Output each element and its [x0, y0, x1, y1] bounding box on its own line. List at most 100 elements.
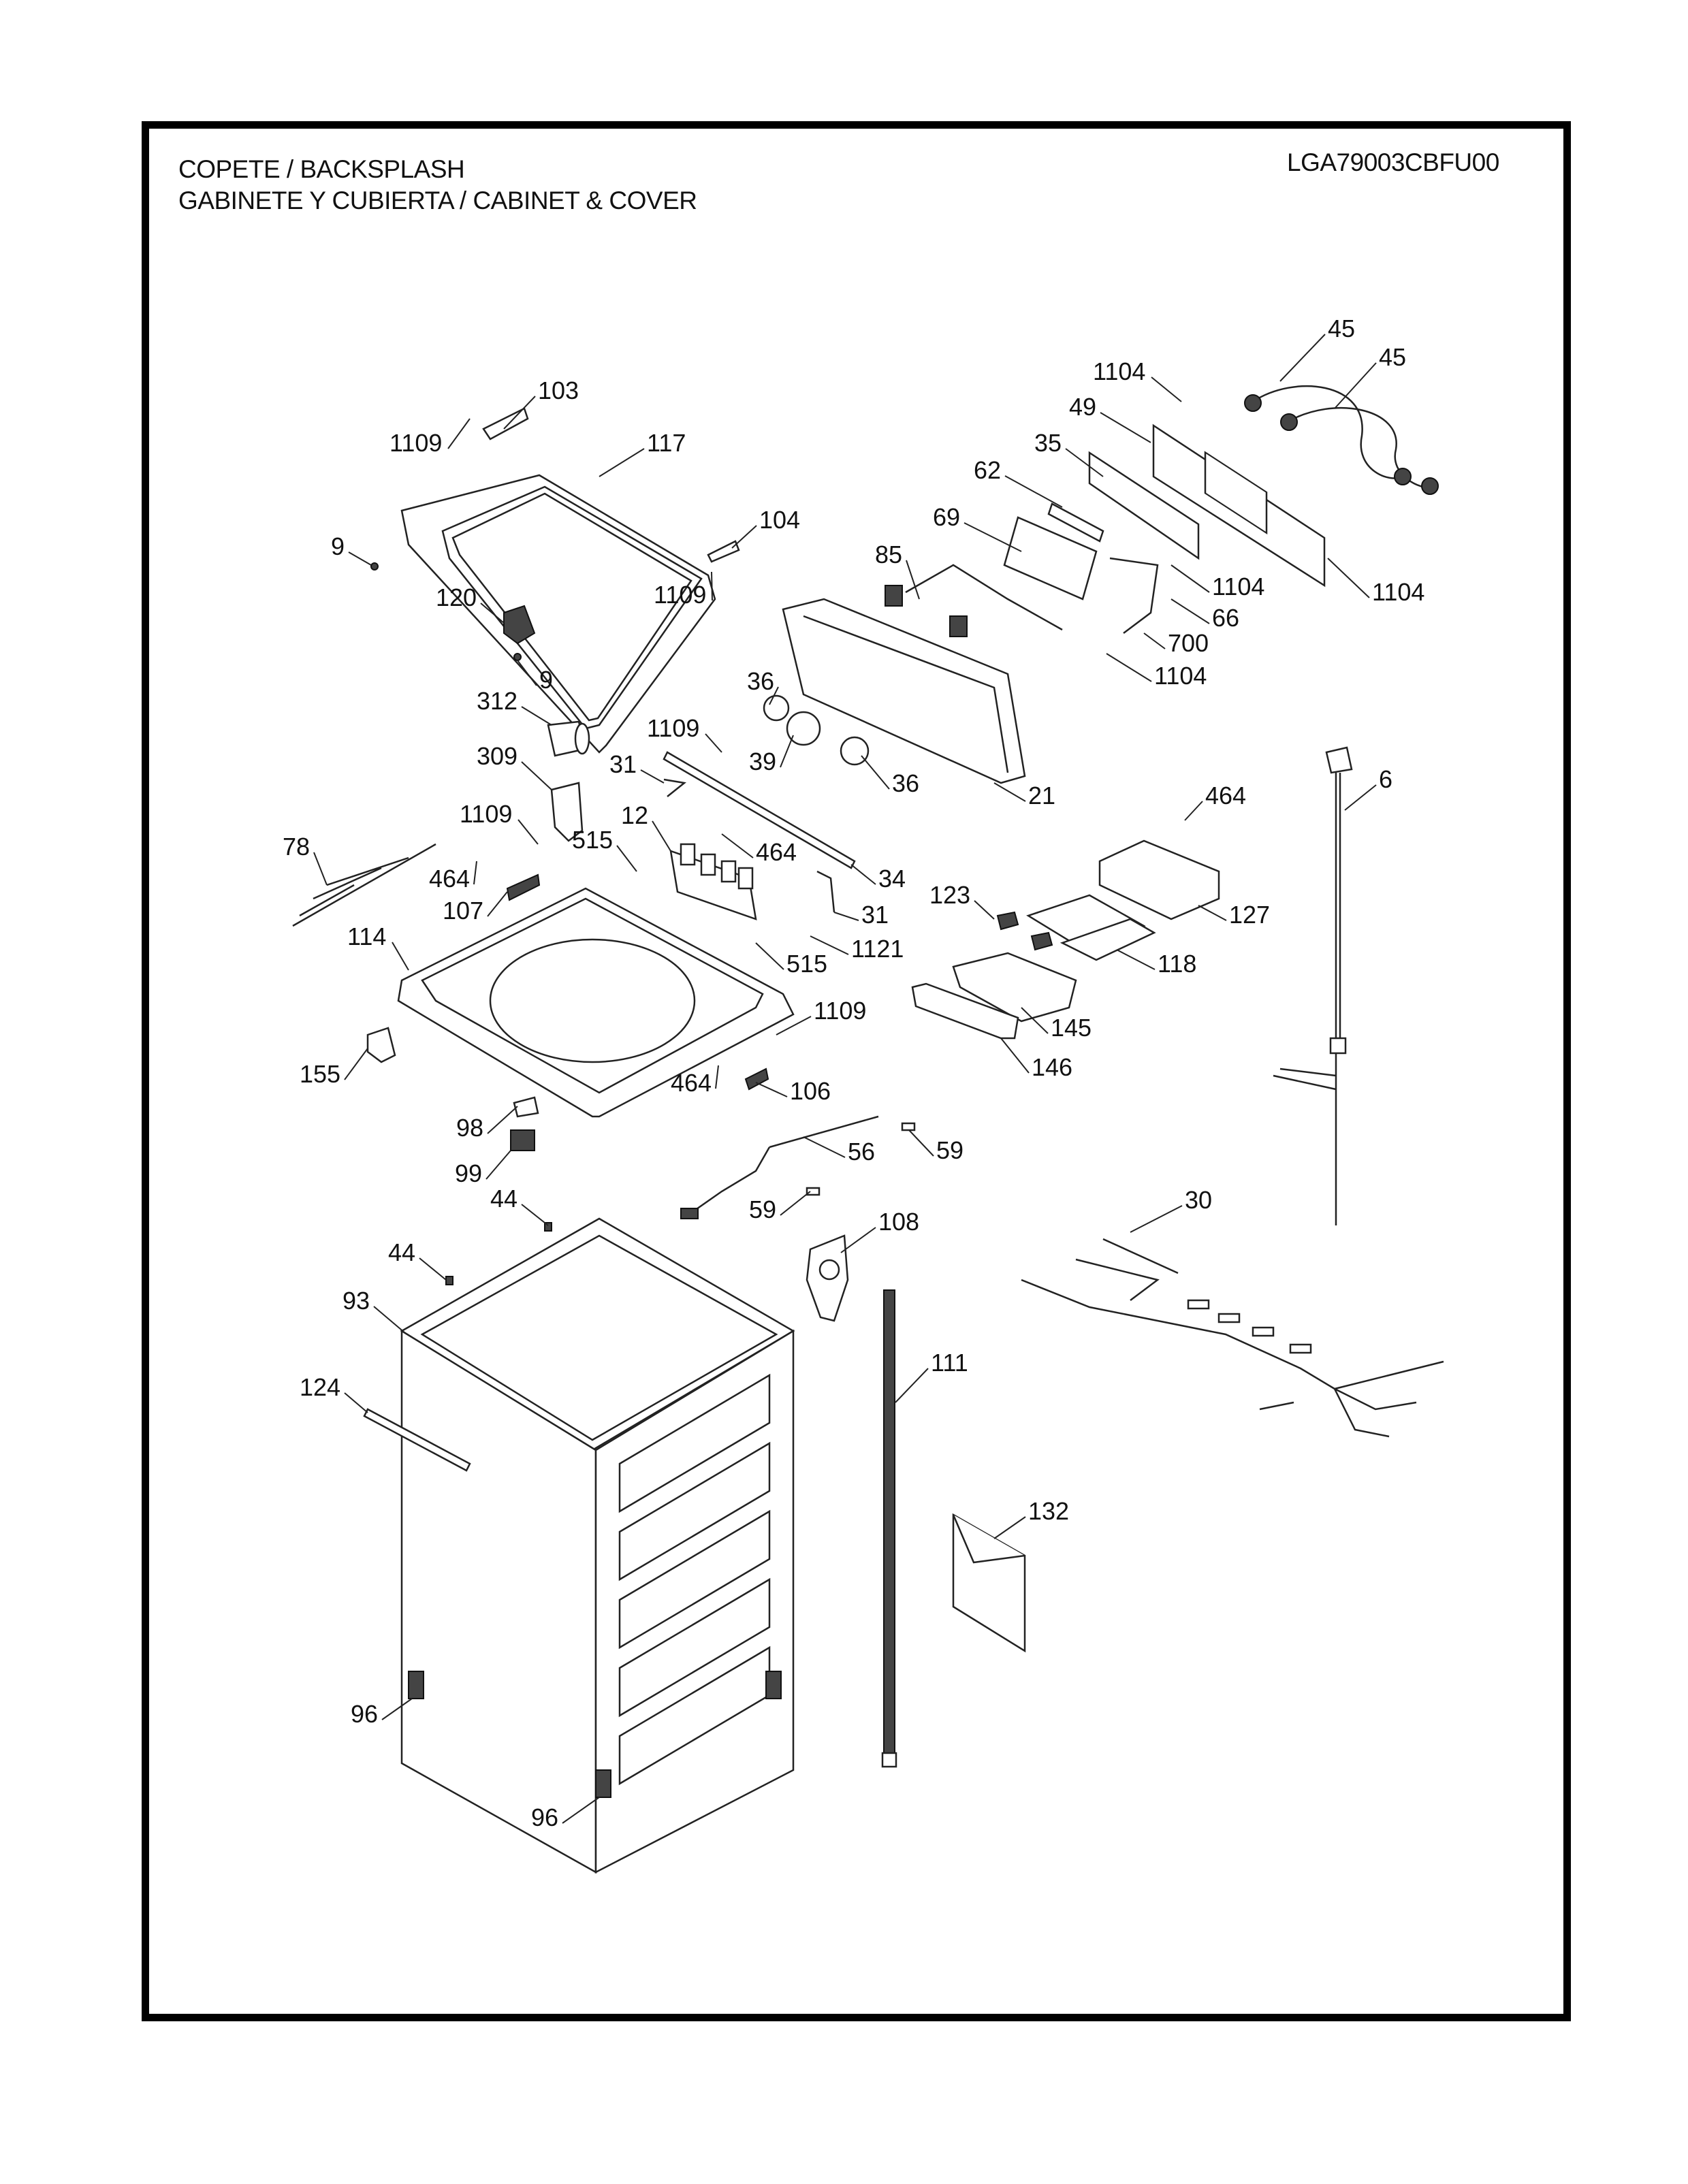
callout-duct-108: 108	[878, 1208, 919, 1236]
callout-leader-1109	[447, 418, 471, 449]
callout-screw-1121: 1121	[851, 935, 904, 963]
callout-dispenser-tray-118: 118	[1158, 950, 1196, 978]
model-number: LGA79003CBFU00	[1287, 148, 1499, 176]
callout-cup-155: 155	[300, 1060, 340, 1088]
callout-leader-6	[1344, 784, 1377, 811]
cup-part	[366, 1027, 396, 1063]
callout-leader-39	[780, 735, 794, 768]
callout-leader-59	[780, 1191, 811, 1216]
callout-lid-117: 117	[647, 429, 686, 457]
callout-leader-145	[1021, 1007, 1049, 1034]
callout-leader-34	[850, 864, 876, 885]
cap-part	[370, 562, 379, 571]
callout-screw-1109: 1109	[647, 714, 699, 742]
switch-harness-part	[885, 564, 1063, 637]
callout-bracket-66: 66	[1212, 604, 1239, 632]
callout-leader-1104	[1151, 376, 1182, 402]
callout-screw-464: 464	[429, 865, 470, 893]
callout-hinge-right-104: 104	[759, 506, 800, 534]
callout-leader-124	[344, 1392, 368, 1413]
callout-leader-9	[348, 551, 372, 566]
bracket-62-part	[1047, 502, 1104, 543]
callout-leader-45	[1279, 334, 1326, 382]
callout-leader-31	[640, 769, 665, 784]
callout-drawer-145: 145	[1051, 1014, 1092, 1042]
callout-drain-hose-111: 111	[931, 1349, 968, 1377]
callout-leader-96	[562, 1797, 600, 1824]
callout-hose-clip-31: 31	[609, 750, 637, 778]
callout-leader-85	[906, 560, 920, 600]
cap-123-part	[996, 911, 1053, 951]
callout-clip-44: 44	[388, 1238, 415, 1266]
callout-leader-12	[652, 820, 671, 852]
callout-screw-1109: 1109	[654, 581, 706, 609]
callout-knob-36: 36	[892, 769, 919, 797]
callout-harness-56: 56	[848, 1138, 875, 1166]
drawer-panel-part	[911, 982, 1019, 1040]
callout-water-valve-12: 12	[621, 801, 648, 829]
callout-leader-78	[313, 852, 328, 886]
drain-hose-part	[881, 1289, 897, 1768]
callout-leader-123	[974, 900, 995, 920]
cap-part	[513, 653, 522, 661]
bracket-124-part	[363, 1408, 471, 1472]
cap-98-part	[513, 1096, 539, 1118]
callout-screw-1104: 1104	[1154, 662, 1207, 690]
callout-leader-66	[1171, 598, 1210, 624]
callout-leader-146	[1000, 1038, 1030, 1074]
callout-dispenser-housing-127: 127	[1229, 901, 1270, 929]
callout-top-cover-114: 114	[347, 922, 386, 950]
callout-leader-309	[521, 761, 552, 790]
rear-cover-part	[1152, 423, 1326, 588]
callout-leader-111	[895, 1368, 929, 1403]
power-cord-part	[1273, 746, 1353, 1225]
callout-leader-31	[833, 912, 859, 921]
callout-pcb-assembly-69: 69	[933, 503, 960, 531]
callout-bracket-124: 124	[300, 1373, 340, 1401]
cabinet-part	[400, 1217, 795, 1874]
callout-wire-harness-78: 78	[283, 833, 310, 861]
callout-knob-36: 36	[747, 667, 774, 695]
clip-59-part	[806, 1122, 916, 1196]
lid-lock-part	[503, 605, 536, 645]
water-valve-part	[669, 843, 757, 920]
bracket-66-part	[1109, 557, 1159, 634]
callout-cap-123: 123	[929, 881, 970, 909]
callout-lid-lock-120: 120	[436, 583, 477, 611]
callout-cap-98: 98	[456, 1114, 483, 1142]
callout-knob-39: 39	[749, 748, 776, 775]
capacitor-bracket-part	[550, 782, 584, 842]
callout-screw-1109: 1109	[460, 800, 512, 828]
callout-bracket-62: 62	[974, 456, 1001, 484]
callout-capacitor-312: 312	[477, 687, 517, 715]
callout-screw-515: 515	[572, 826, 613, 854]
callout-leader-1121	[810, 935, 849, 955]
callout-insulation-sheet-35: 35	[1034, 429, 1062, 457]
callout-screw-515: 515	[786, 950, 827, 978]
control-panel-part	[782, 598, 1026, 784]
callout-leader-21	[993, 782, 1026, 802]
callout-cap-9: 9	[331, 532, 345, 560]
callout-rear-cover-49: 49	[1069, 393, 1096, 421]
callout-leader-464	[473, 861, 477, 885]
capacitor-part	[547, 720, 590, 757]
callout-screw-1104: 1104	[1093, 357, 1145, 385]
callout-leader-56	[803, 1136, 846, 1158]
callout-screw-464: 464	[1205, 782, 1246, 809]
callout-main-harness-30: 30	[1185, 1186, 1212, 1214]
leveling-foot-part	[408, 1671, 782, 1798]
harness-56-part	[680, 1115, 879, 1219]
callout-leader-107	[487, 891, 508, 917]
callout-cap-9: 9	[539, 666, 553, 694]
callout-switch-harness-85: 85	[875, 541, 902, 568]
callout-leveling-foot-96: 96	[351, 1700, 378, 1728]
title-cabinet-cover: GABINETE Y CUBIERTA / CABINET & COVER	[178, 187, 697, 214]
callout-inlet-hose-45: 45	[1328, 315, 1355, 342]
callout-leader-700	[1143, 632, 1166, 649]
callout-leader-36	[861, 755, 890, 790]
callout-control-panel-21: 21	[1028, 782, 1055, 809]
callout-leader-1109	[517, 819, 539, 845]
rod-part	[663, 751, 856, 869]
callout-leader-1104	[1106, 653, 1152, 682]
